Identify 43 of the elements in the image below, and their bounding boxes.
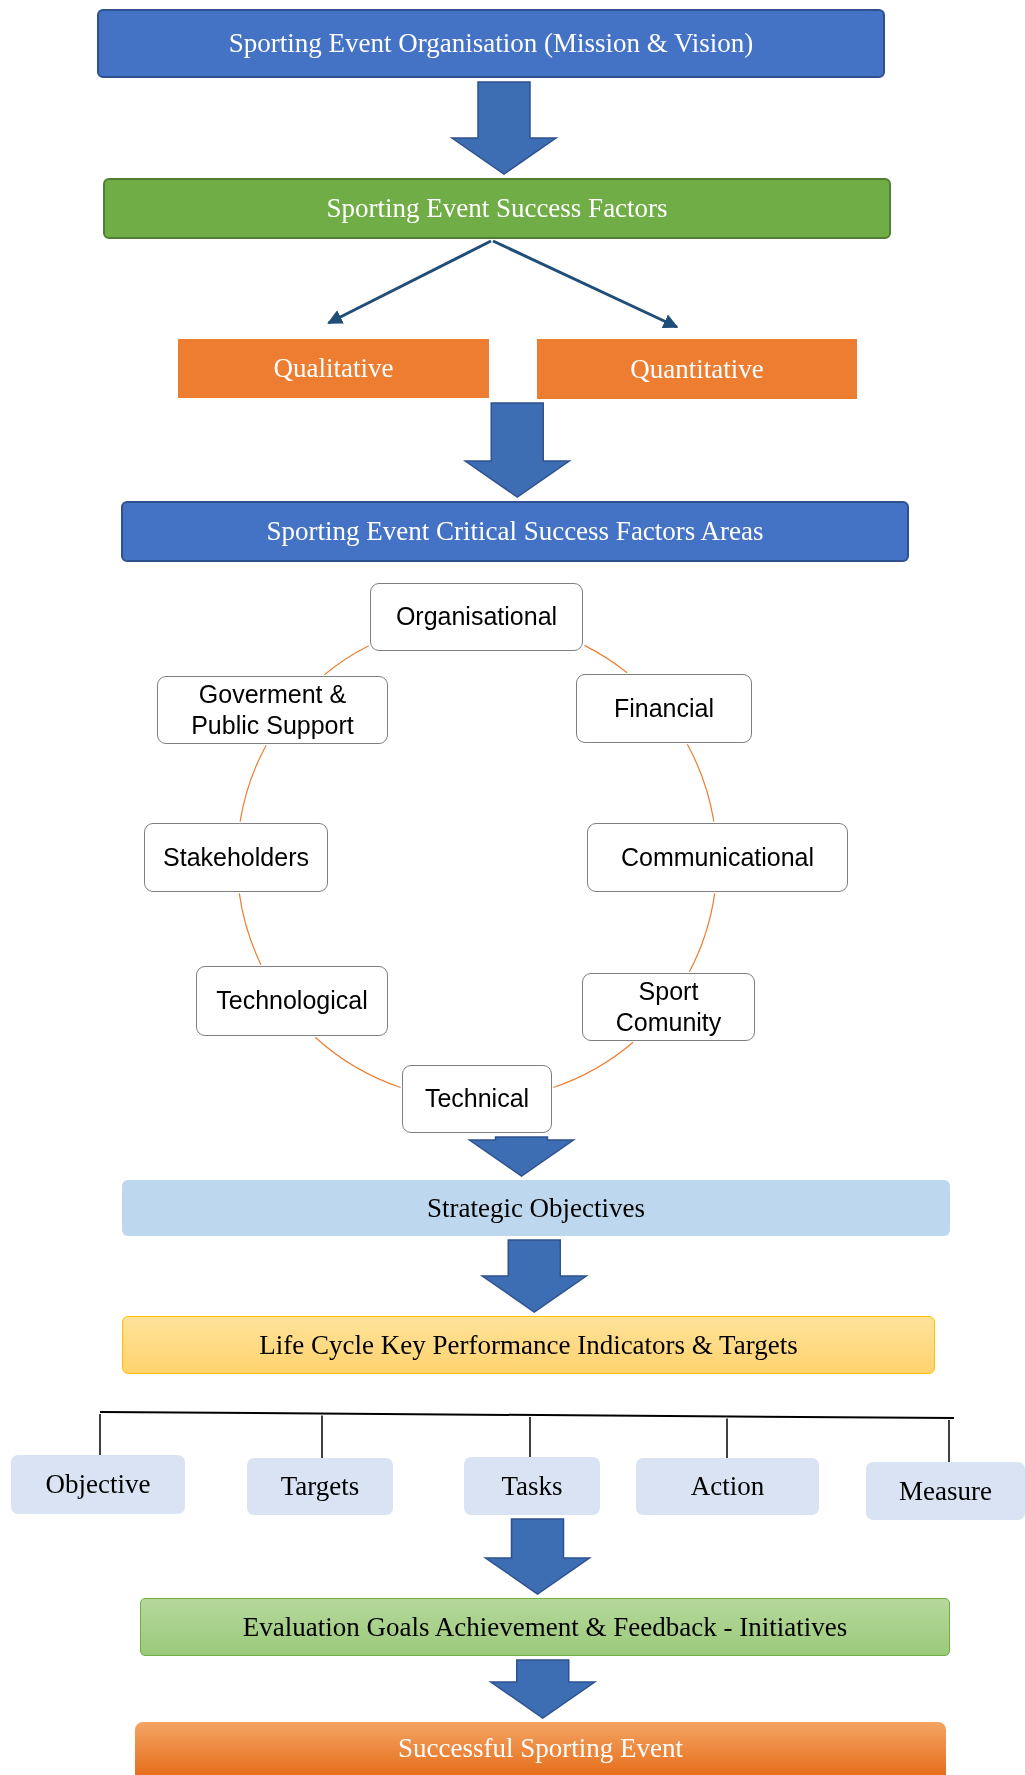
factor-box: Organisational [370, 583, 583, 651]
arrow [492, 239, 679, 329]
block-arrow [449, 81, 559, 175]
category-box: Qualitative [178, 339, 489, 398]
factor-box: Stakeholders [144, 823, 328, 892]
component-box: Action [636, 1458, 819, 1515]
process-box: Sporting Event Critical Success Factors Areas [121, 501, 909, 562]
factor-box: Communicational [587, 823, 848, 892]
bracket-tick [726, 1417, 728, 1459]
block-arrow [467, 1136, 576, 1177]
arrow [327, 239, 492, 325]
block-arrow [462, 402, 572, 498]
component-box: Objective [11, 1455, 185, 1514]
kpi-bar: Life Cycle Key Performance Indicators & Targets [122, 1316, 935, 1374]
bracket-tick [529, 1416, 531, 1458]
result-bar: Successful Sporting Event [135, 1722, 946, 1775]
factor-box: Sport Comunity [582, 973, 755, 1041]
block-arrow [483, 1518, 592, 1595]
component-box: Targets [247, 1458, 393, 1515]
factor-box: Technical [402, 1065, 552, 1133]
block-arrow [488, 1659, 598, 1719]
block-arrow [479, 1239, 589, 1313]
category-box: Quantitative [537, 339, 857, 399]
ring-arc [686, 743, 715, 823]
component-box: Measure [866, 1462, 1025, 1520]
factor-box: Financial [576, 674, 752, 743]
ring-arc [239, 744, 267, 823]
bracket-tick [99, 1413, 101, 1456]
process-box: Sporting Event Organisation (Mission & Vision) [97, 9, 885, 78]
bracket-tick [948, 1419, 950, 1463]
ring-arc [583, 644, 628, 674]
ring-arc [238, 892, 262, 966]
factor-box: Goverment & Public Support [157, 676, 388, 744]
ring-arc [688, 892, 716, 973]
evaluation-bar: Evaluation Goals Achievement & Feedback - Initiatives [140, 1598, 950, 1656]
ring-arc [552, 1041, 634, 1089]
objective-bar: Strategic Objectives [122, 1180, 950, 1236]
factor-box: Technological [196, 966, 388, 1036]
ring-arc [314, 1036, 402, 1089]
component-box: Tasks [464, 1457, 600, 1515]
ring-arc [323, 645, 370, 676]
bracket-tick [321, 1414, 323, 1459]
process-box: Sporting Event Success Factors [103, 178, 891, 239]
